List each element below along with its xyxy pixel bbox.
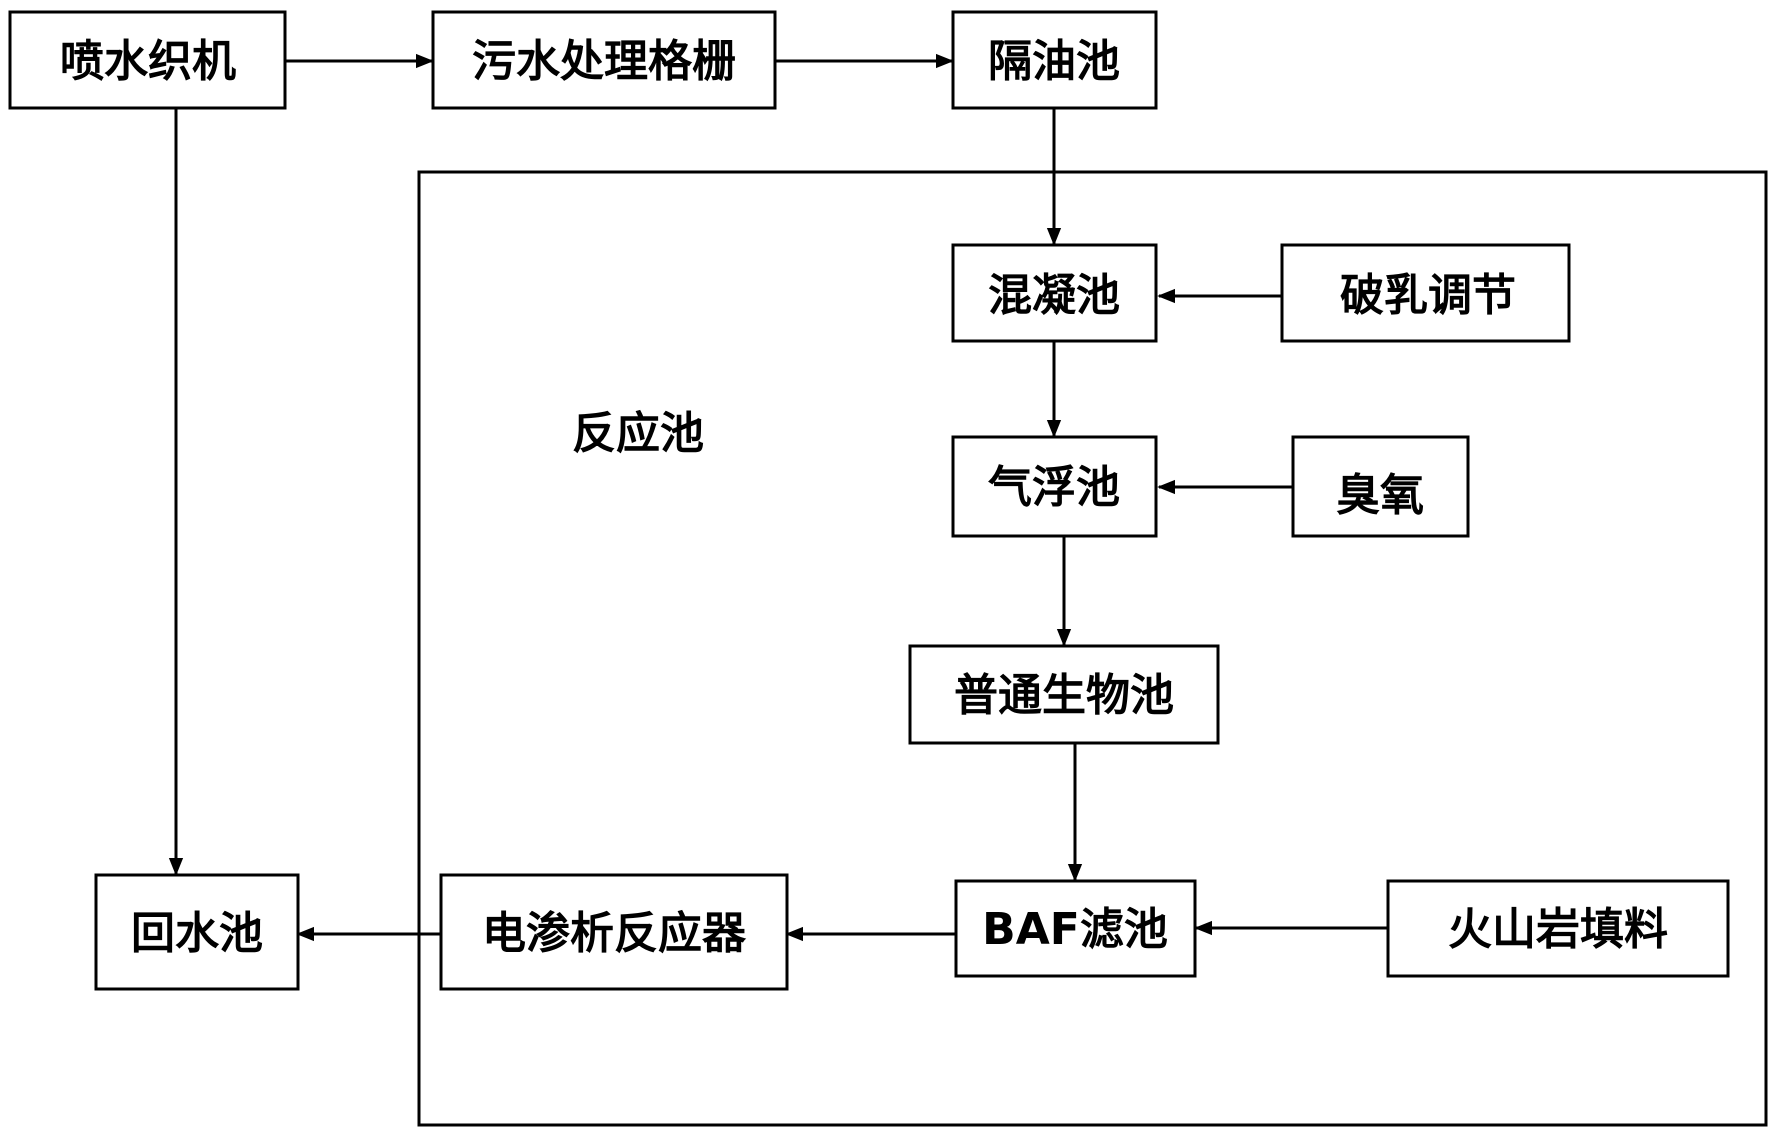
node-return-pool-label: 回水池: [131, 908, 263, 959]
node-oil-separator-label: 隔油池: [988, 36, 1120, 87]
node-demulsify-label: 破乳调节: [1340, 270, 1516, 321]
node-grate-label: 污水处理格栅: [472, 36, 736, 87]
node-coagulation: 混凝池: [951, 243, 1158, 343]
node-coagulation-label: 混凝池: [988, 270, 1120, 321]
node-loom: 喷水织机: [8, 10, 287, 110]
connectors: [168, 53, 1387, 942]
node-volcanic: 火山岩填料: [1386, 879, 1730, 978]
node-bio-tank-label: 普通生物池: [954, 670, 1174, 721]
node-bio-tank: 普通生物池: [908, 644, 1220, 745]
reaction-pool-region: [417, 170, 1768, 1127]
reaction-pool-label: 反应池: [572, 408, 704, 459]
node-baf-label: BAF滤池: [982, 904, 1168, 955]
node-baf: BAF滤池: [954, 879, 1197, 978]
node-electrodialysis: 电渗析反应器: [439, 873, 789, 991]
node-ozone-label: 臭氧: [1336, 470, 1424, 521]
node-oil-separator: 隔油池: [951, 10, 1158, 110]
node-ozone: 臭氧: [1291, 435, 1470, 538]
node-volcanic-label: 火山岩填料: [1448, 904, 1668, 955]
node-demulsify: 破乳调节: [1280, 243, 1571, 343]
node-electrodialysis-label: 电渗析反应器: [482, 908, 747, 959]
node-grate: 污水处理格栅: [431, 10, 777, 110]
node-return-pool: 回水池: [94, 873, 300, 991]
node-flotation: 气浮池: [951, 435, 1158, 538]
node-loom-label: 喷水织机: [60, 36, 236, 87]
node-flotation-label: 气浮池: [988, 462, 1120, 513]
